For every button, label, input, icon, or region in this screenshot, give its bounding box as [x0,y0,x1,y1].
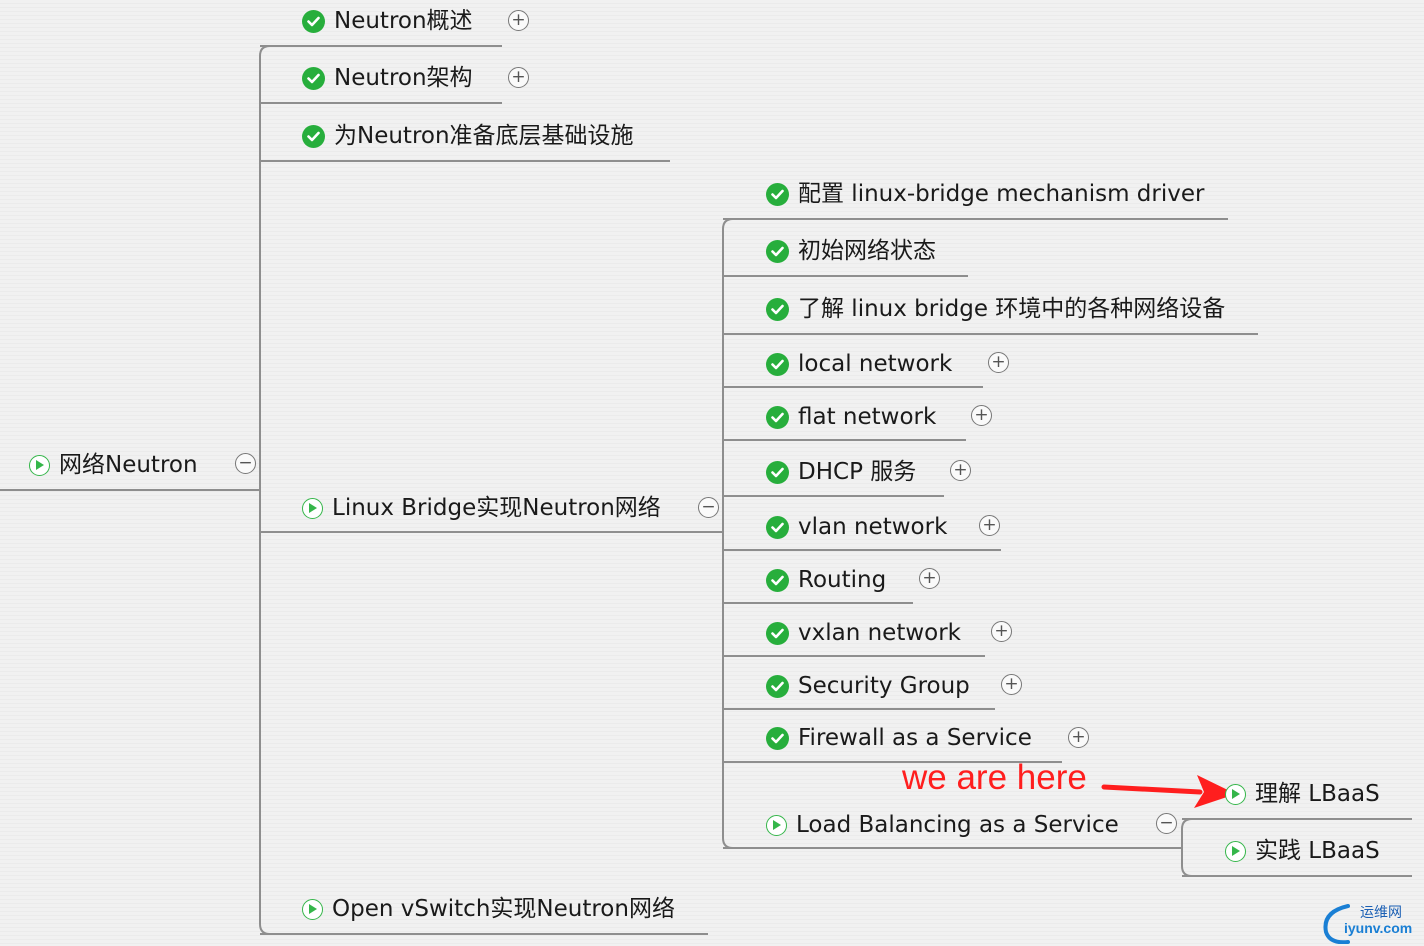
node-lbaas[interactable]: Load Balancing as a Service [766,811,1119,839]
node-security-group[interactable]: Security Group [766,672,970,700]
minus-circle-icon: − [1159,813,1174,833]
check-circle-icon [766,726,789,750]
node-network-devices[interactable]: 了解 linux bridge 环境中的各种网络设备 [766,295,1225,323]
node-dhcp-service[interactable]: DHCP 服务 [766,458,916,486]
play-circle-icon [1225,783,1246,805]
check-circle-icon [766,352,789,376]
expand-toggle[interactable]: + [971,405,992,426]
collapse-toggle[interactable]: − [235,453,256,474]
plus-circle-icon: + [511,67,526,87]
node-label: Load Balancing as a Service [796,812,1119,838]
node-vlan-network[interactable]: vlan network [766,513,947,541]
annotation-text: we are here [902,758,1087,797]
expand-toggle[interactable]: + [508,67,529,88]
node-label: 理解 LBaaS [1255,781,1380,807]
plus-circle-icon: + [994,621,1009,641]
play-circle-icon [1225,840,1246,862]
expand-toggle[interactable]: + [979,515,1000,536]
node-vxlan-network[interactable]: vxlan network [766,619,961,647]
node-label: 为Neutron准备底层基础设施 [334,123,634,149]
node-label: 初始网络状态 [798,238,936,264]
node-label: flat network [798,404,937,430]
check-circle-icon [766,674,789,698]
node-understand-lbaas[interactable]: 理解 LBaaS [1225,780,1380,808]
plus-circle-icon: + [1004,674,1019,694]
watermark-en: iyunv.com [1344,920,1413,936]
watermark-logo: 运维网 iyunv.com [1318,898,1422,944]
node-local-network[interactable]: local network [766,350,952,378]
node-flat-network[interactable]: flat network [766,403,936,431]
node-routing[interactable]: Routing [766,566,886,594]
node-lb-mechanism-driver[interactable]: 配置 linux-bridge mechanism driver [766,180,1204,208]
check-circle-icon [766,239,789,263]
minus-circle-icon: − [238,453,253,473]
expand-toggle[interactable]: + [508,10,529,31]
play-circle-icon [302,898,323,920]
node-label: local network [798,351,953,377]
check-circle-icon [302,66,325,90]
minus-circle-icon: − [701,497,716,517]
node-label: vlan network [798,514,948,540]
node-label: 实践 LBaaS [1255,838,1380,864]
node-label: DHCP 服务 [798,459,917,485]
node-label: Open vSwitch实现Neutron网络 [332,896,675,922]
red-arrow-icon [1101,775,1236,808]
node-label: 了解 linux bridge 环境中的各种网络设备 [798,296,1226,322]
node-linux-bridge[interactable]: Linux Bridge实现Neutron网络 [302,494,661,522]
expand-toggle[interactable]: + [991,621,1012,642]
node-label: Routing [798,567,887,593]
check-circle-icon [766,621,789,645]
play-circle-icon [766,814,787,836]
check-circle-icon [302,124,325,148]
node-ovs[interactable]: Open vSwitch实现Neutron网络 [302,895,675,923]
node-root[interactable]: 网络Neutron [29,451,198,479]
check-circle-icon [766,460,789,484]
node-architecture[interactable]: Neutron架构 [302,64,473,92]
node-infra[interactable]: 为Neutron准备底层基础设施 [302,122,634,150]
node-practice-lbaas[interactable]: 实践 LBaaS [1225,837,1380,865]
plus-circle-icon: + [1071,727,1086,747]
check-circle-icon [766,405,789,429]
expand-toggle[interactable]: + [1001,674,1022,695]
node-label: Firewall as a Service [798,725,1032,751]
check-circle-icon [766,297,789,321]
node-initial-network-state[interactable]: 初始网络状态 [766,237,936,265]
check-circle-icon [302,9,325,33]
node-label: Security Group [798,673,970,699]
check-circle-icon [766,515,789,539]
collapse-toggle[interactable]: − [698,497,719,518]
plus-circle-icon: + [511,10,526,30]
node-fwaas[interactable]: Firewall as a Service [766,724,1032,752]
node-label: Neutron概述 [334,8,473,34]
plus-circle-icon: + [991,352,1006,372]
plus-circle-icon: + [953,460,968,480]
play-circle-icon [302,497,323,519]
collapse-toggle[interactable]: − [1156,813,1177,834]
expand-toggle[interactable]: + [950,460,971,481]
node-label: Neutron架构 [334,65,473,91]
plus-circle-icon: + [982,515,997,535]
node-label: 配置 linux-bridge mechanism driver [798,181,1205,207]
node-label: Linux Bridge实现Neutron网络 [332,495,661,521]
expand-toggle[interactable]: + [919,568,940,589]
watermark-swoosh-icon [1323,904,1350,944]
check-circle-icon [766,568,789,592]
node-overview[interactable]: Neutron概述 [302,7,473,35]
node-label: vxlan network [798,620,961,646]
expand-toggle[interactable]: + [1068,727,1089,748]
node-label: 网络Neutron [59,452,198,478]
expand-toggle[interactable]: + [988,352,1009,373]
play-circle-icon [29,454,50,476]
plus-circle-icon: + [922,568,937,588]
check-circle-icon [766,182,789,206]
watermark-cn: 运维网 [1360,905,1402,921]
plus-circle-icon: + [974,405,989,425]
